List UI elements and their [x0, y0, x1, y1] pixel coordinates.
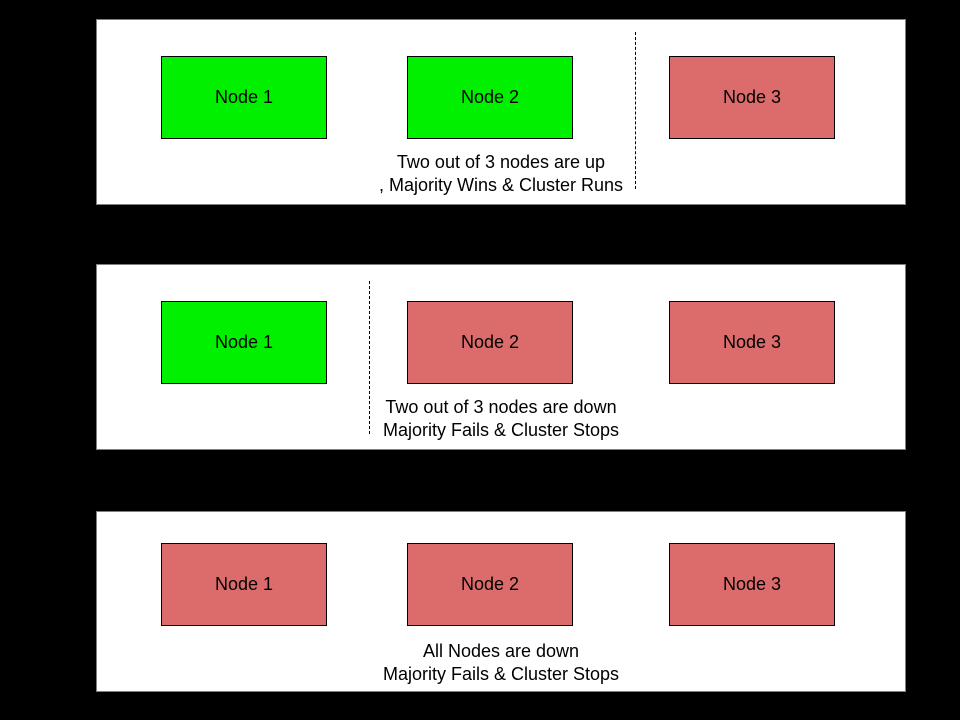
node-2-box: Node 2 [407, 301, 573, 384]
panel-caption: Two out of 3 nodes are down Majority Fai… [97, 396, 905, 442]
node-1-label: Node 1 [214, 332, 274, 352]
node-3-label: Node 3 [722, 87, 782, 107]
node-2-label: Node 2 [460, 87, 520, 107]
node-2-label: Node 2 [460, 332, 520, 352]
panel-caption: Two out of 3 nodes are up , Majority Win… [97, 151, 905, 197]
node-1-box: Node 1 [161, 56, 327, 139]
caption-line-2: Majority Fails & Cluster Stops [382, 664, 620, 684]
node-3-box: Node 3 [669, 301, 835, 384]
partition-dashed-line [369, 281, 370, 434]
node-2-box: Node 2 [407, 543, 573, 626]
panel-all-nodes-down: Node 1 Node 2 Node 3 All Nodes are down … [96, 511, 906, 692]
node-3-label: Node 3 [722, 574, 782, 594]
node-2-box: Node 2 [407, 56, 573, 139]
caption-line-1: All Nodes are down [422, 641, 580, 661]
node-1-label: Node 1 [214, 574, 274, 594]
node-1-box: Node 1 [161, 301, 327, 384]
node-1-box: Node 1 [161, 543, 327, 626]
partition-dashed-line [635, 32, 636, 189]
caption-line-2: , Majority Wins & Cluster Runs [378, 175, 624, 195]
node-1-label: Node 1 [214, 87, 274, 107]
caption-line-2: Majority Fails & Cluster Stops [382, 420, 620, 440]
panel-two-nodes-up: Node 1 Node 2 Node 3 Two out of 3 nodes … [96, 19, 906, 205]
node-3-box: Node 3 [669, 543, 835, 626]
caption-line-1: Two out of 3 nodes are down [385, 397, 617, 417]
node-3-box: Node 3 [669, 56, 835, 139]
node-2-label: Node 2 [460, 574, 520, 594]
panel-caption: All Nodes are down Majority Fails & Clus… [97, 640, 905, 686]
caption-line-1: Two out of 3 nodes are up [396, 152, 606, 172]
panel-two-nodes-down: Node 1 Node 2 Node 3 Two out of 3 nodes … [96, 264, 906, 450]
node-3-label: Node 3 [722, 332, 782, 352]
